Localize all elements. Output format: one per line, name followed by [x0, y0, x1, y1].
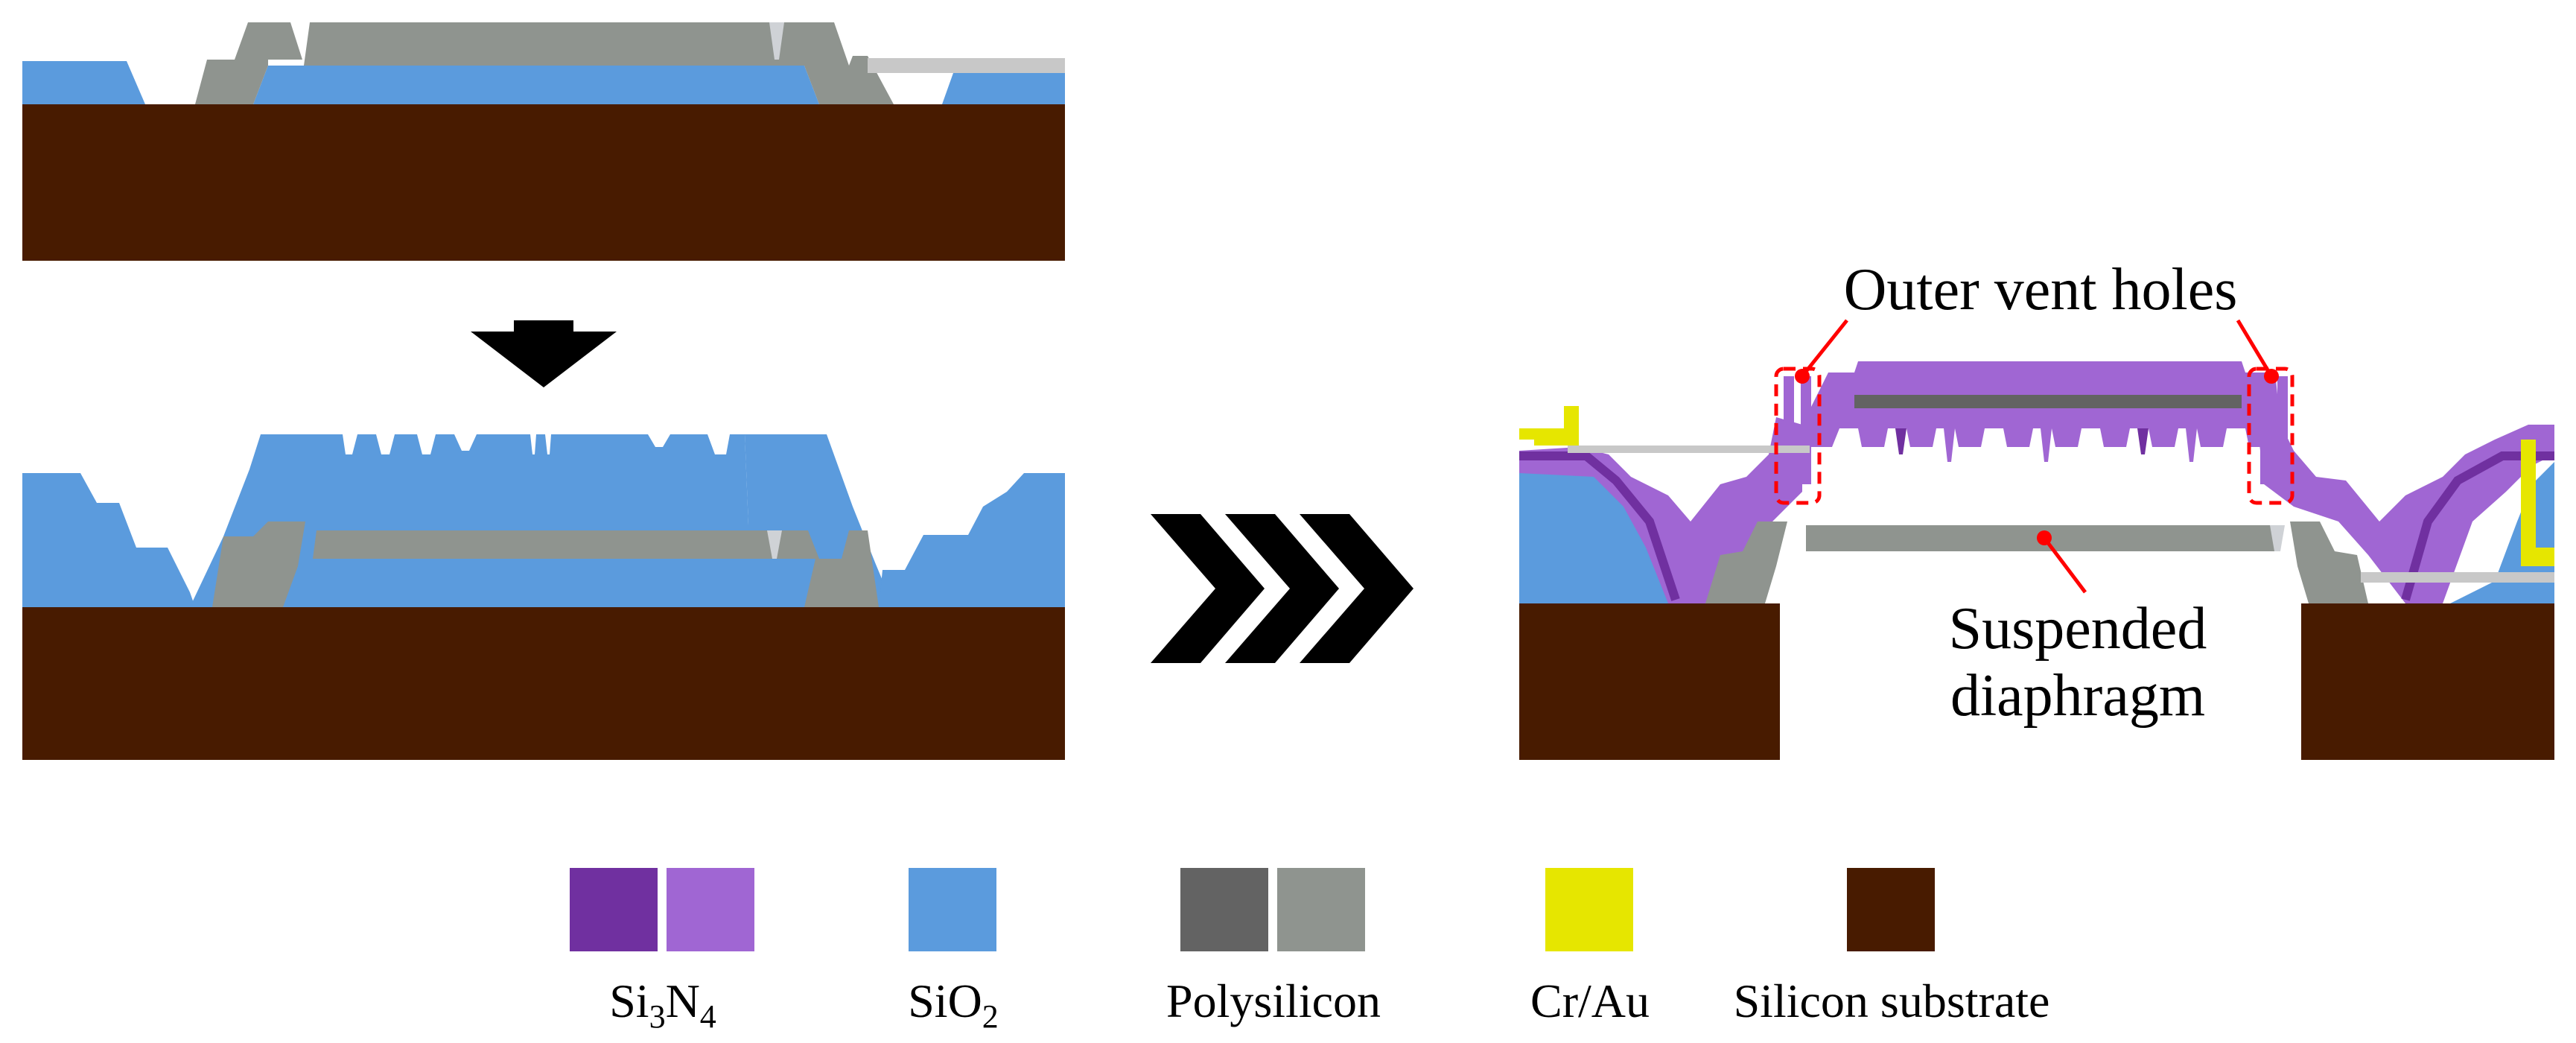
- legend: Si3N4 SiO2 Polysilicon Cr/Au Silicon sub…: [570, 868, 2049, 1035]
- step1-sio2-left: [22, 61, 145, 104]
- step2-sio2-right-terrace: [879, 473, 1065, 607]
- vent-callout-dot-right: [2264, 369, 2279, 384]
- step1-metal-line: [868, 58, 1065, 73]
- step2-poly-left: [212, 522, 305, 607]
- step2-poly-right: [804, 530, 879, 607]
- legend-label-si3n4: Si3N4: [609, 974, 716, 1035]
- final-vent-post-left-1: [1784, 376, 1794, 484]
- final-vent-post-left-2: [1801, 376, 1811, 484]
- final-vent-post-right-1: [2260, 376, 2271, 484]
- vent-callout-line-left: [1801, 319, 1848, 378]
- outer-vent-holes-label: Outer vent holes: [1844, 257, 2238, 323]
- final-sio2-right: [2338, 462, 2554, 603]
- step2-sio2-comb: [343, 434, 748, 525]
- legend-label-sio2: SiO2: [908, 974, 999, 1035]
- vent-callout-dot-left: [1795, 369, 1810, 384]
- final-silicon-right: [2301, 603, 2554, 760]
- diaphragm-callout-line: [2043, 536, 2087, 594]
- step-1-cross-section: [22, 22, 1065, 261]
- final-poly-right: [2290, 522, 2368, 603]
- step2-silicon-substrate: [22, 607, 1065, 760]
- step1-poly-cap: [304, 22, 849, 66]
- final-sio2-left: [1519, 462, 1683, 603]
- legend-label-poly: Polysilicon: [1166, 974, 1381, 1027]
- final-diaphragm-via-left: [2270, 525, 2285, 551]
- suspended-label: Suspended: [1949, 596, 2207, 662]
- vent-hole-box-left: [1774, 367, 1822, 505]
- final-silicon-left: [1519, 603, 1780, 760]
- vent-callout-line-right: [2236, 319, 2274, 378]
- step2-via: [767, 530, 782, 559]
- legend-swatch-sio2: [909, 868, 996, 951]
- step1-poly-top: [235, 22, 302, 60]
- diaphragm-label: diaphragm: [1950, 663, 2205, 729]
- legend-label-crau: Cr/Au: [1530, 974, 1650, 1027]
- down-arrow-icon: [471, 320, 617, 387]
- step1-via: [769, 22, 784, 60]
- final-vent-post-right-2: [2277, 376, 2288, 484]
- legend-swatch-si3n4-dark: [570, 868, 658, 951]
- legend-swatch-poly-light: [1277, 868, 1365, 951]
- final-si3n4-dark-right: [2401, 451, 2554, 601]
- legend-swatch-silicon: [1847, 868, 1935, 951]
- final-crau-right: [2521, 440, 2554, 566]
- triple-chevron-icon: [1151, 514, 1413, 663]
- step1-sio2-right: [942, 73, 1065, 104]
- legend-swatch-poly-dark: [1180, 868, 1268, 951]
- step-2-cross-section: [22, 434, 1065, 760]
- final-metal-line-left: [1568, 446, 1810, 453]
- final-metal-line-right: [2361, 572, 2554, 583]
- final-si3n4-dark-left: [1519, 451, 1680, 601]
- legend-swatch-si3n4-light: [667, 868, 754, 951]
- legend-swatch-crau: [1545, 868, 1633, 951]
- released-device-cross-section: [1519, 319, 2554, 760]
- step2-sio2-center-mesa: [190, 434, 894, 607]
- vent-hole-box-right: [2247, 367, 2294, 505]
- final-crau-left: [1519, 406, 1579, 446]
- legend-label-silicon: Silicon substrate: [1734, 974, 2050, 1027]
- step1-sio2-center: [253, 66, 819, 104]
- final-backplate-electrode: [1854, 395, 2242, 408]
- diaphragm-callout-dot: [2037, 530, 2052, 545]
- final-backplate-fingers: [1895, 428, 2197, 462]
- step1-silicon-substrate: [22, 104, 1065, 261]
- step1-poly-left-step: [195, 60, 268, 104]
- step2-poly-cap: [313, 530, 819, 559]
- step2-sio2-left-terrace: [22, 473, 195, 607]
- final-poly-left: [1705, 522, 1787, 603]
